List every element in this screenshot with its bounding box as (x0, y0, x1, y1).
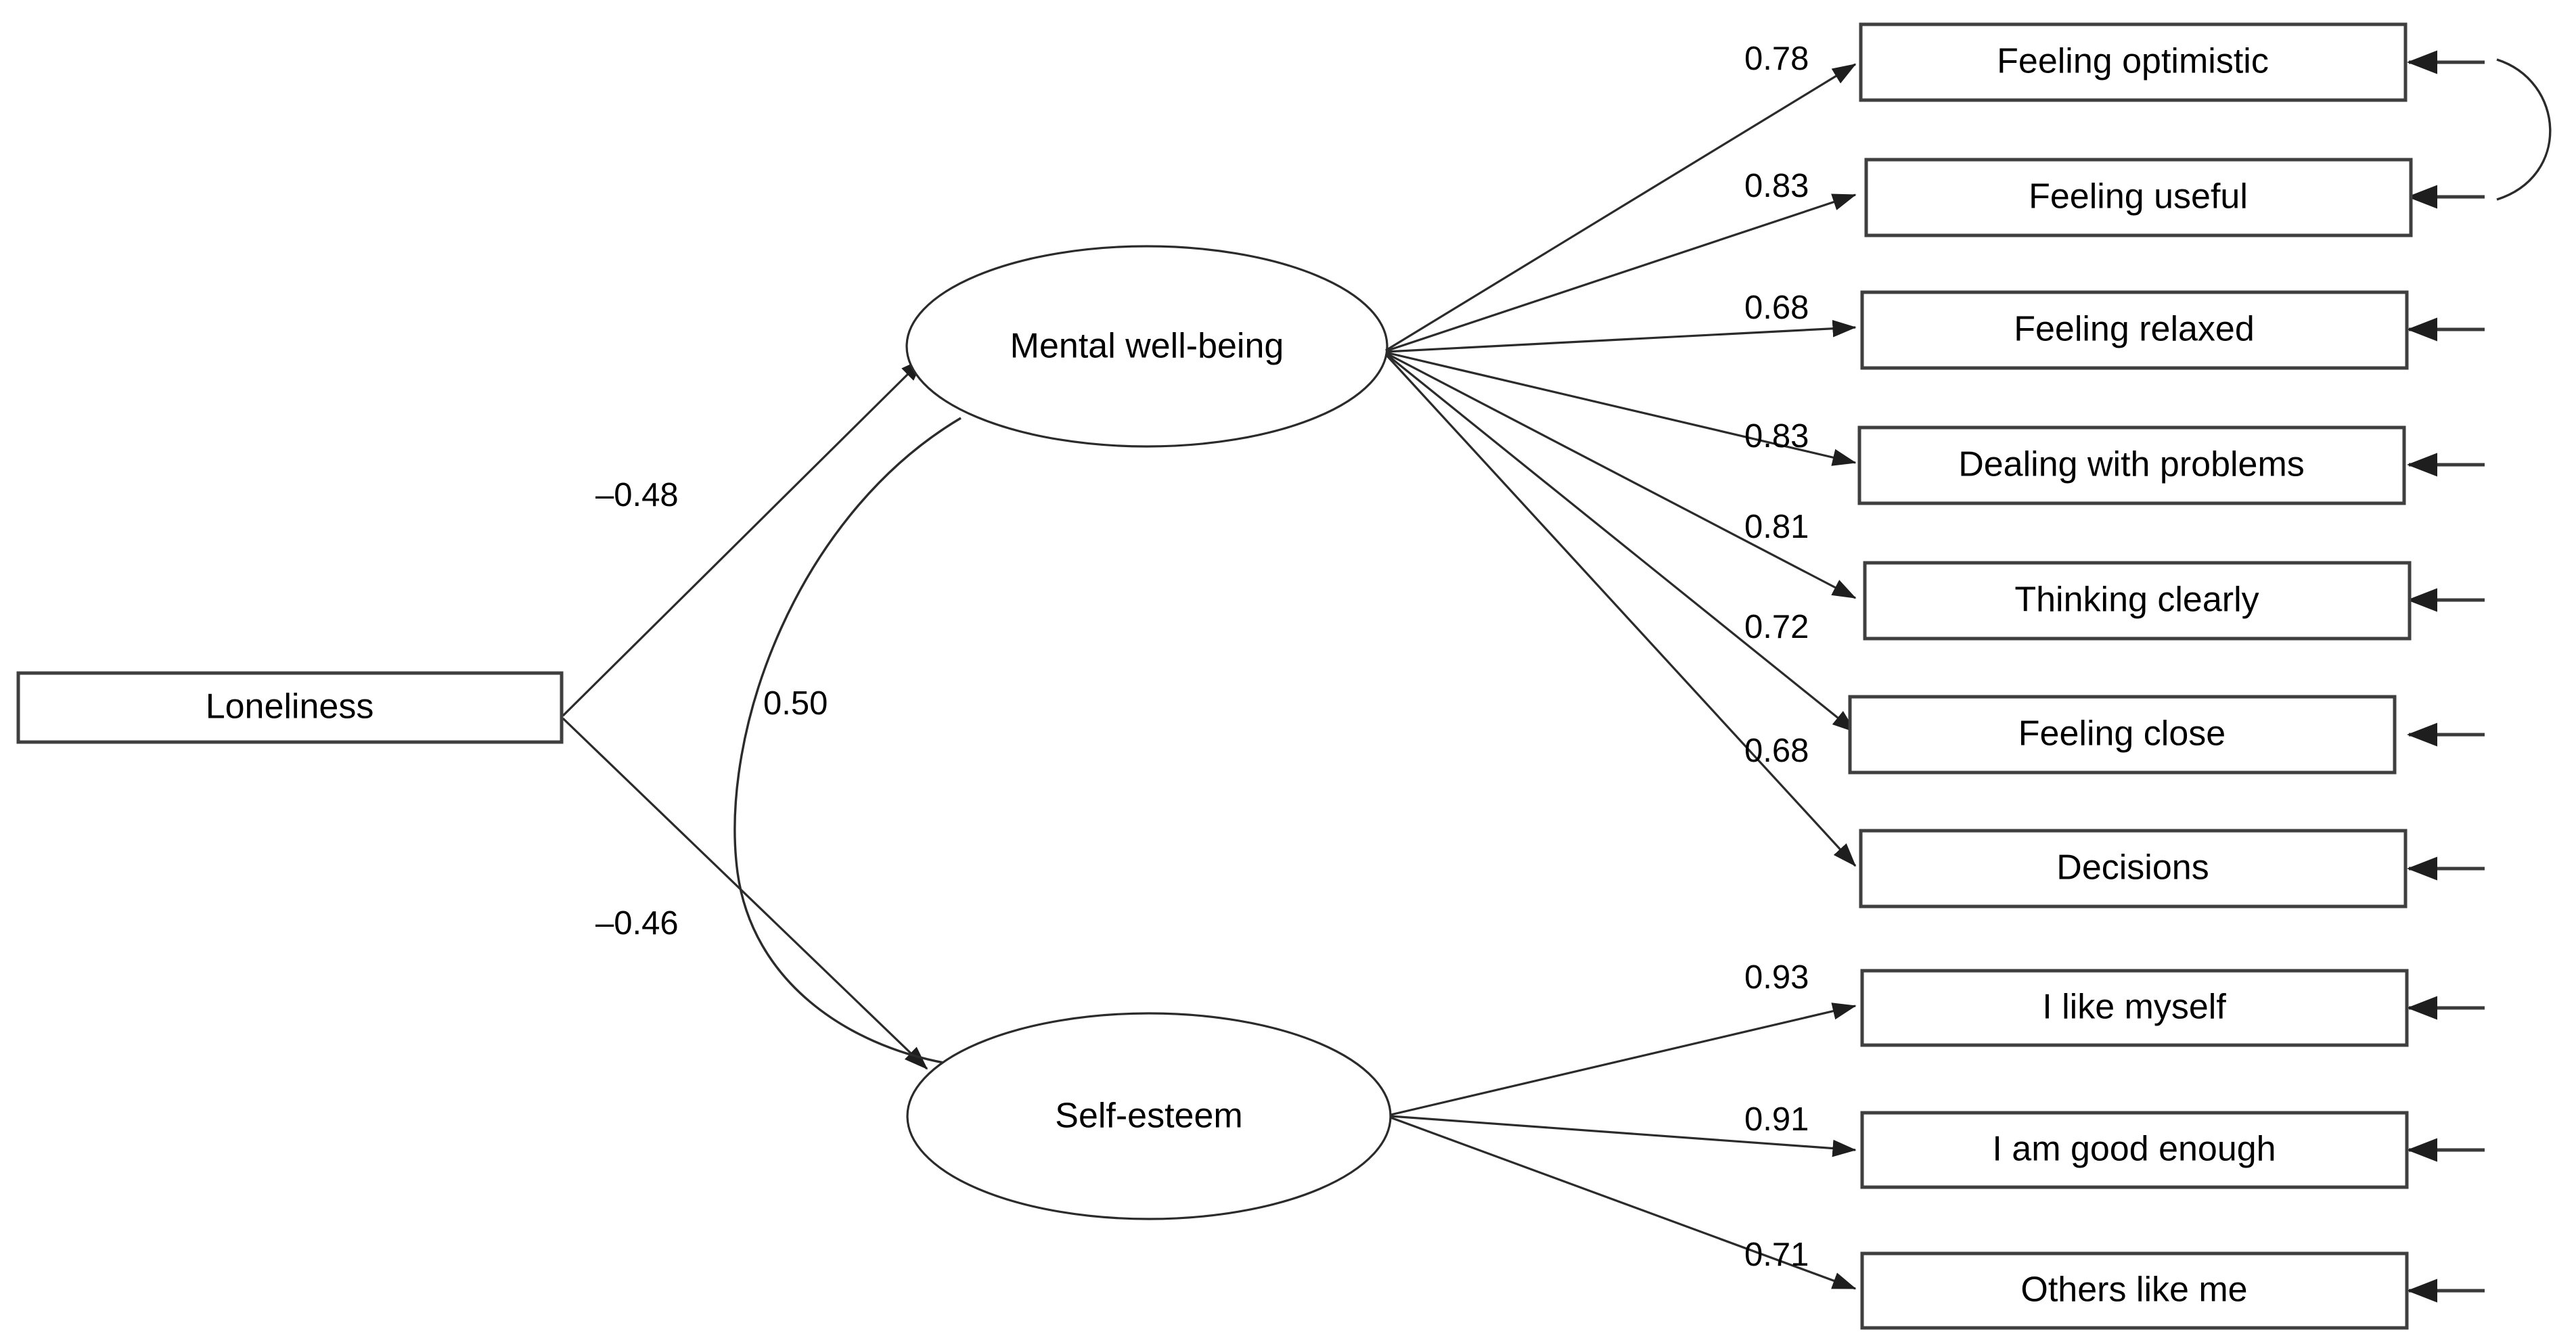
indicator-rect-8[interactable] (1860, 969, 2409, 1047)
indicator-label-6: Feeling close (2018, 714, 2225, 754)
indicator-box-decisions[interactable]: Decisions (1859, 829, 2408, 908)
indicator-box-feeling-relaxed[interactable]: Feeling relaxed (1860, 290, 2409, 370)
loading-path-9 (1390, 1115, 1857, 1157)
loading-label-5: 0.81 (1744, 509, 1809, 545)
indicator-rect-4[interactable] (1857, 425, 2406, 505)
indicator-label-3: Feeling relaxed (2014, 310, 2255, 349)
indicator-box-feeling-optimistic[interactable]: Feeling optimistic (1859, 22, 2408, 102)
loading-label-10: 0.71 (1744, 1237, 1809, 1273)
structural-path-loneliness-to-mental-wellbeing (562, 357, 925, 717)
indicator-box-feeling-useful[interactable]: Feeling useful (1864, 158, 2413, 237)
indicator-label-1: Feeling optimistic (1997, 42, 2269, 81)
loading-label-7: 0.68 (1744, 733, 1809, 769)
indicator-label-9: I am good enough (1992, 1130, 2276, 1169)
loading-paths-self-esteem (1390, 1003, 1857, 1290)
correlation-arc-mwb-self-esteem (733, 417, 962, 1065)
loading-label-1: 0.78 (1744, 41, 1809, 77)
indicator-label-4: Dealing with problems (1958, 445, 2305, 484)
loading-label-6: 0.72 (1744, 609, 1809, 645)
indicator-rect-7[interactable] (1859, 829, 2408, 908)
loneliness-label: Loneliness (206, 687, 374, 727)
indicator-box-i-am-good-enough[interactable]: I am good enough (1860, 1111, 2409, 1189)
latent-node-mental-wellbeing[interactable]: Mental well-being (905, 245, 1388, 448)
indicator-box-dealing-with-problems[interactable]: Dealing with problems (1857, 425, 2406, 505)
loading-path-3 (1385, 319, 1857, 353)
indicator-label-5: Thinking clearly (2014, 580, 2259, 620)
indicator-rect-5[interactable] (1863, 561, 2412, 641)
loneliness-box[interactable] (16, 671, 564, 744)
residual-correlation-curve (2496, 58, 2552, 201)
self-esteem-label: Self-esteem (1055, 1097, 1242, 1136)
indicator-box-i-like-myself[interactable]: I like myself (1860, 969, 2409, 1047)
residual-arrows (2406, 50, 2485, 1303)
loading-path-10 (1390, 1116, 1857, 1290)
loading-path-6 (1384, 352, 1857, 733)
coefficient-loneliness-to-self-esteem: –0.46 (595, 905, 679, 942)
loading-paths-mental-wellbeing (1384, 63, 1857, 867)
structural-path-loneliness-to-self-esteem (562, 717, 928, 1070)
indicator-box-thinking-clearly[interactable]: Thinking clearly (1863, 561, 2412, 641)
loading-label-2: 0.83 (1744, 168, 1809, 204)
indicator-label-7: Decisions (2056, 848, 2209, 888)
indicator-rect-3[interactable] (1860, 290, 2409, 370)
path-arrow-loneliness-mwb (562, 357, 925, 717)
loading-label-9: 0.91 (1744, 1101, 1809, 1138)
indicator-rect-6[interactable] (1848, 695, 2397, 775)
coefficient-mwb-self-esteem-correlation: 0.50 (763, 685, 828, 722)
indicator-rect-1[interactable] (1859, 22, 2408, 102)
indicator-rect-9[interactable] (1860, 1111, 2409, 1189)
loading-path-5 (1385, 352, 1857, 599)
indicator-rect-2[interactable] (1864, 158, 2413, 237)
loading-path-4 (1385, 351, 1857, 466)
loading-path-2 (1385, 193, 1857, 352)
indicator-box-feeling-close[interactable]: Feeling close (1848, 695, 2397, 775)
mental-wellbeing-label: Mental well-being (1010, 327, 1284, 366)
loading-path-7 (1384, 353, 1857, 867)
loading-label-8: 0.93 (1744, 959, 1809, 996)
indicator-box-others-like-me[interactable]: Others like me (1860, 1251, 2409, 1330)
loading-path-1 (1385, 63, 1857, 352)
mental-wellbeing-ellipse[interactable] (905, 245, 1388, 448)
coefficient-loneliness-to-mwb: –0.48 (595, 477, 679, 513)
correlation-curve (733, 417, 962, 1065)
correlated-residual-arc-items-1-2 (2496, 58, 2552, 201)
exogenous-node-loneliness[interactable]: Loneliness (16, 671, 564, 744)
latent-node-self-esteem[interactable]: Self-esteem (906, 1012, 1392, 1220)
indicator-label-2: Feeling useful (2029, 177, 2248, 216)
loading-label-4: 0.83 (1744, 418, 1809, 455)
indicator-label-8: I like myself (2042, 988, 2226, 1027)
path-arrow-loneliness-se (562, 717, 928, 1070)
indicator-rect-10[interactable] (1860, 1251, 2409, 1330)
loading-label-3: 0.68 (1744, 290, 1809, 326)
loading-path-8 (1390, 1003, 1857, 1116)
indicator-label-10: Others like me (2020, 1270, 2247, 1310)
